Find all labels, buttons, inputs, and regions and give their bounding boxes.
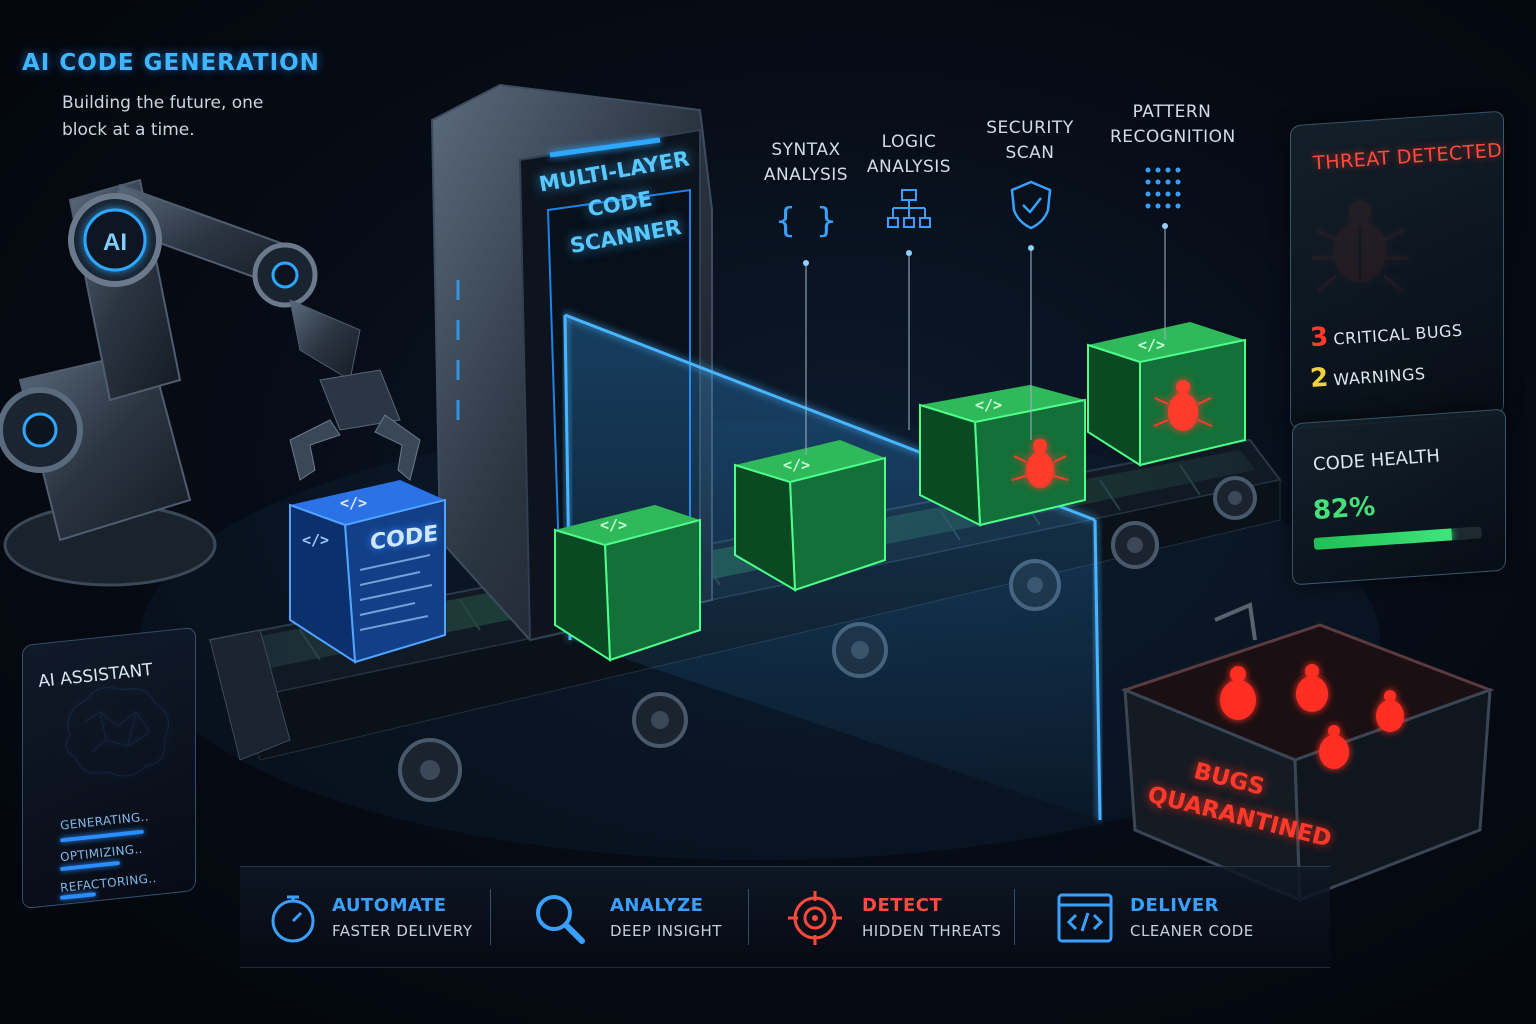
cube-tag: </> bbox=[783, 456, 810, 474]
divider bbox=[1014, 889, 1015, 945]
feature-bar: AUTOMATE FASTER DELIVERY ANALYZE DEEP IN… bbox=[240, 866, 1330, 968]
health-value: 82% bbox=[1312, 491, 1377, 527]
code-cube-green-2 bbox=[734, 440, 886, 592]
code-cube-green-3 bbox=[919, 385, 1086, 527]
feature-deliver: DELIVER CLEANER CODE bbox=[1056, 867, 1306, 967]
code-cube-blue bbox=[289, 480, 446, 664]
bug-icon bbox=[1153, 380, 1213, 431]
stopwatch-icon bbox=[271, 895, 315, 943]
stage-label-pattern: PATTERN RECOGNITION bbox=[1110, 102, 1236, 147]
cube-tag: </> bbox=[975, 396, 1002, 414]
braces-icon: { } bbox=[775, 201, 836, 241]
feature-automate: AUTOMATE FASTER DELIVERY bbox=[266, 867, 496, 967]
stage-label-security: SECURITY SCAN bbox=[986, 118, 1074, 163]
feature-subtitle: CLEANER CODE bbox=[1130, 922, 1254, 940]
feature-title: DELIVER bbox=[1130, 895, 1219, 916]
feature-title: DETECT bbox=[862, 895, 943, 916]
code-cube-green-1 bbox=[554, 505, 701, 662]
critical-count: 3 bbox=[1309, 322, 1330, 354]
flowchart-icon bbox=[887, 189, 931, 228]
robot-arm bbox=[0, 178, 421, 587]
feature-subtitle: HIDDEN THREATS bbox=[862, 922, 1002, 940]
bug-icon bbox=[1220, 666, 1256, 720]
feature-subtitle: FASTER DELIVERY bbox=[332, 922, 473, 940]
feature-title: ANALYZE bbox=[610, 895, 704, 916]
divider bbox=[490, 889, 491, 945]
dot-grid-icon bbox=[1145, 167, 1181, 209]
feature-subtitle: DEEP INSIGHT bbox=[610, 922, 722, 940]
divider bbox=[748, 889, 749, 945]
stage-label-syntax: SYNTAX ANALYSIS bbox=[763, 140, 849, 185]
feature-analyze: ANALYZE DEEP INSIGHT bbox=[530, 867, 760, 967]
warning-count: 2 bbox=[1309, 362, 1330, 394]
cube-tag: </> bbox=[1138, 336, 1165, 354]
bug-icon bbox=[1319, 725, 1349, 769]
stage-label-logic: LOGIC ANALYSIS bbox=[866, 132, 952, 177]
shield-check-icon bbox=[1010, 180, 1052, 230]
code-cube-green-4 bbox=[1087, 322, 1246, 467]
target-icon bbox=[788, 891, 842, 945]
bug-icon bbox=[1376, 690, 1404, 732]
page-title: AI CODE GENERATION bbox=[22, 50, 320, 76]
feature-title: AUTOMATE bbox=[332, 895, 447, 916]
robot-ai-badge: AI bbox=[103, 229, 127, 256]
bug-icon bbox=[1011, 439, 1069, 488]
page-subtitle: Building the future, one block at a time… bbox=[62, 93, 264, 140]
quarantined-bugs bbox=[1220, 664, 1404, 769]
bug-icon bbox=[1296, 664, 1328, 712]
code-window-icon bbox=[1057, 893, 1113, 943]
cube-tag: </> bbox=[340, 494, 367, 512]
cube-tag: </> bbox=[302, 531, 329, 549]
cube-tag: </> bbox=[600, 516, 627, 534]
warning-label: WARNINGS bbox=[1332, 363, 1427, 390]
feature-detect: DETECT HIDDEN THREATS bbox=[786, 867, 1016, 967]
magnifier-icon bbox=[536, 895, 585, 944]
